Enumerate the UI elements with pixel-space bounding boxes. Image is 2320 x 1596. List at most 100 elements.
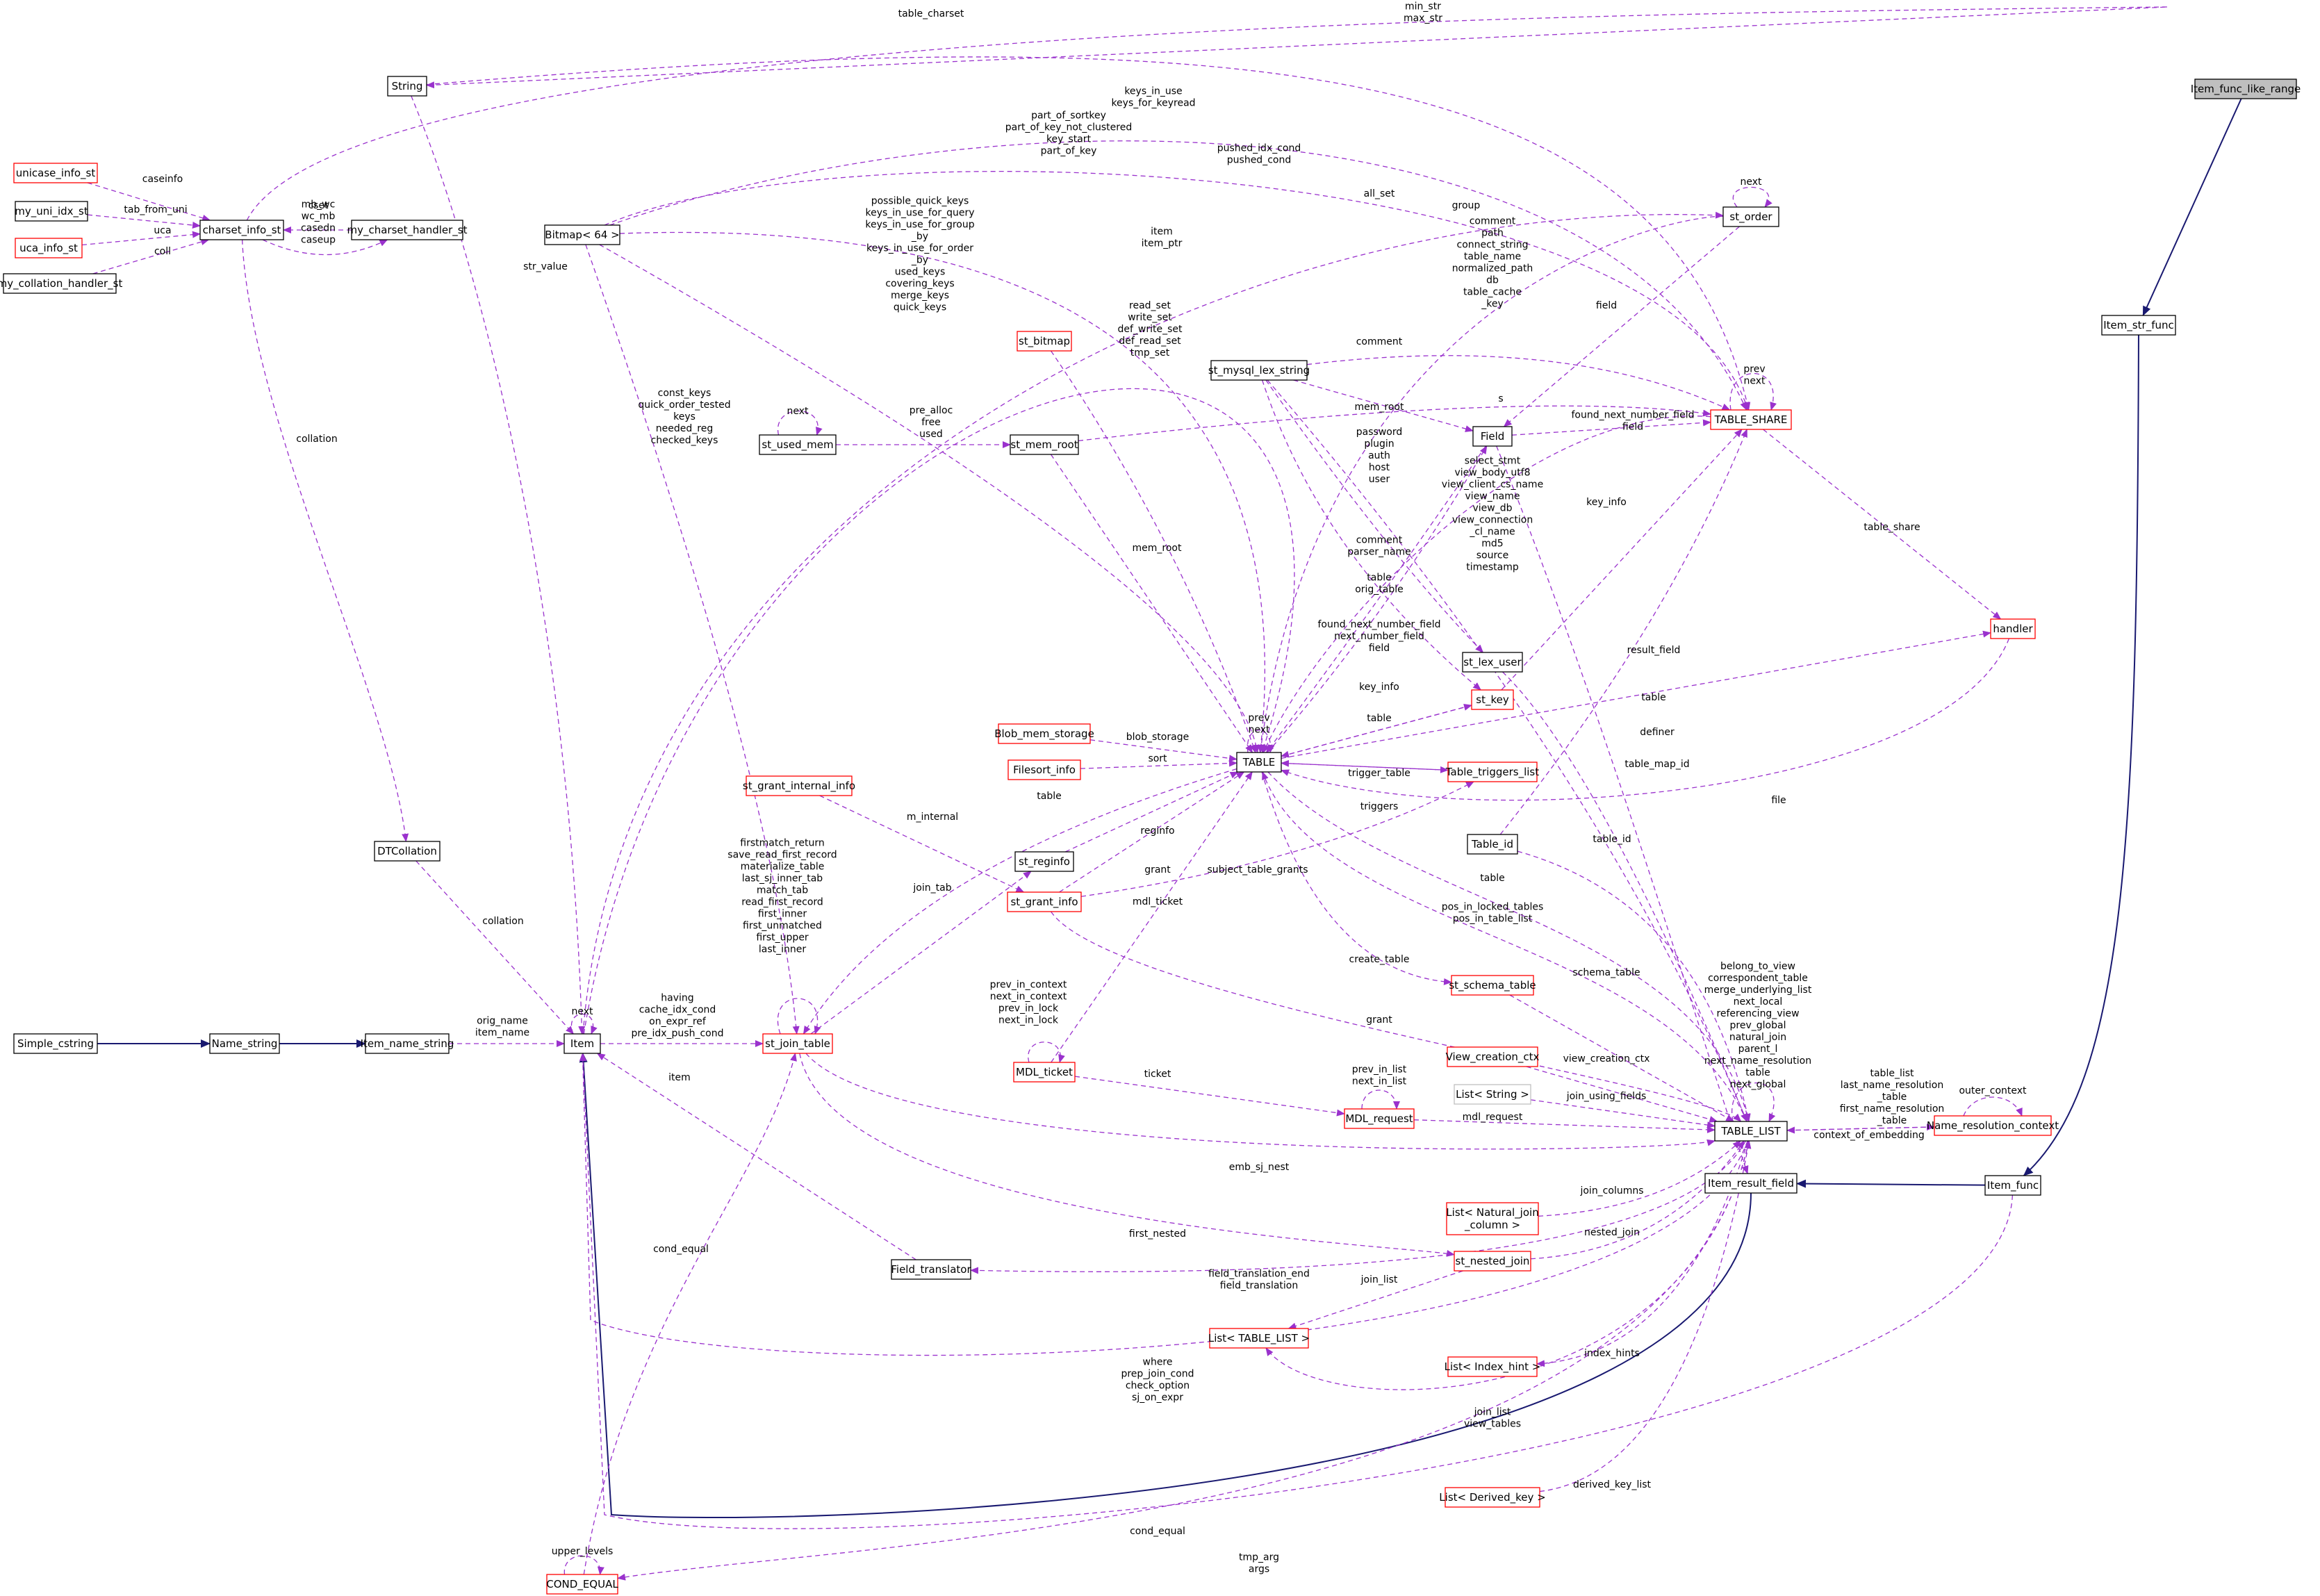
class-node-field[interactable]: Field <box>1472 426 1513 447</box>
class-node-list-natural-join-column[interactable]: List< Natural_join_column > <box>1446 1202 1539 1235</box>
edge-label-view-creation-ctx-field: view_creation_ctx <box>1563 1053 1650 1064</box>
usage-edge-st-nested-join-to-list-table-list <box>1287 1270 1463 1330</box>
edge-label-line: keys_in_use_for_query <box>865 208 974 219</box>
class-node-item-func[interactable]: Item_func <box>1984 1175 2041 1196</box>
class-node-mdl-ticket[interactable]: MDL_ticket <box>1013 1062 1076 1083</box>
class-node-charset-info-st[interactable]: charset_info_st <box>199 220 284 240</box>
class-node-string[interactable]: String <box>387 76 427 97</box>
class-node-st-key[interactable]: st_key <box>1471 689 1514 710</box>
class-node-item[interactable]: Item <box>563 1033 601 1054</box>
class-node-field-translator[interactable]: Field_translator <box>891 1259 971 1280</box>
class-node-st-reginfo[interactable]: st_reginfo <box>1014 851 1074 872</box>
edge-label-str-value: str_value <box>523 261 568 272</box>
class-node-item-func-like-range[interactable]: Item_func_like_range <box>2191 79 2301 99</box>
class-node-label-line: TABLE_SHARE <box>1714 413 1788 427</box>
class-node-list-index-hint[interactable]: List< Index_hint > <box>1445 1356 1541 1377</box>
class-node-st-join-table[interactable]: st_join_table <box>762 1033 833 1054</box>
edge-label-line: write_set <box>1128 312 1172 323</box>
class-node-bitmap64[interactable]: Bitmap< 64 > <box>544 224 620 245</box>
inheritance-edge-item-func-like-range-to-item-str-func <box>2142 98 2242 316</box>
class-node-st-mem-root[interactable]: st_mem_root <box>1010 434 1079 455</box>
class-node-blob-mem-storage[interactable]: Blob_mem_storage <box>994 723 1094 744</box>
class-node-my-charset-handler-st[interactable]: my_charset_handler_st <box>347 220 468 240</box>
class-node-name-string[interactable]: Name_string <box>209 1033 280 1054</box>
class-node-uca-info-st[interactable]: uca_info_st <box>15 238 83 258</box>
class-node-my-uni-idx-st[interactable]: my_uni_idx_st <box>15 201 88 222</box>
class-node-label: List< Index_hint > <box>1445 1360 1541 1374</box>
inheritance-edge-item-str-func-to-item-func <box>2023 334 2139 1176</box>
edge-label-line: tmp_arg <box>1239 1552 1279 1563</box>
edge-label-tab-from-uni: tab_from_uni <box>124 204 187 215</box>
edge-label-line: user <box>1369 474 1390 485</box>
class-node-view-creation-ctx[interactable]: View_creation_ctx <box>1446 1046 1540 1067</box>
class-node-label-line: my_uni_idx_st <box>15 205 88 218</box>
edge-label-line: prev_in_list <box>1352 1064 1407 1076</box>
class-node-st-grant-internal-info[interactable]: st_grant_internal_info <box>743 775 855 796</box>
class-node-st-lex-user[interactable]: st_lex_user <box>1462 652 1523 673</box>
edge-label-line: possible_quick_keys <box>871 196 969 207</box>
usage-edge-table-list-to-cond-equal <box>617 1140 1750 1581</box>
edge-label-line: key_info <box>1359 682 1399 693</box>
edge-label-line: uca <box>154 225 171 236</box>
edge-label-line: cache_idx_cond <box>639 1005 716 1016</box>
class-node-box <box>1447 1356 1538 1377</box>
class-node-label: st_reginfo <box>1019 855 1070 869</box>
edge-label-comment-field: comment <box>1356 336 1403 347</box>
class-node-table-id[interactable]: Table_id <box>1467 834 1518 855</box>
edge-label-line: grant <box>1144 864 1171 875</box>
class-node-list-table-list[interactable]: List< TABLE_LIST > <box>1208 1328 1310 1349</box>
class-node-name-resolution-context[interactable]: Name_resolution_context <box>1927 1115 2059 1136</box>
class-node-dtcollation[interactable]: DTCollation <box>374 841 441 862</box>
class-node-table-triggers-list[interactable]: Table_triggers_list <box>1445 762 1539 782</box>
usage-edge-list-string-to-table-list <box>1530 1099 1716 1128</box>
class-node-item-str-func[interactable]: Item_str_func <box>2101 315 2176 336</box>
class-node-list-derived-key[interactable]: List< Derived_key > <box>1439 1487 1546 1508</box>
class-node-st-order[interactable]: st_order <box>1722 206 1779 227</box>
class-node-handler[interactable]: handler <box>1990 618 2036 639</box>
class-node-table-share[interactable]: TABLE_SHARE <box>1710 409 1792 430</box>
class-node-my-collation-handler-st[interactable]: my_collation_handler_st <box>0 273 122 294</box>
edge-label-line: field <box>1596 300 1617 311</box>
edge-label-line: first_inner <box>758 909 807 920</box>
class-node-cond-equal[interactable]: COND_EQUAL <box>546 1574 618 1595</box>
class-node-label-line: Item_str_func <box>2103 319 2174 332</box>
edge-label-line: needed_reg <box>656 423 713 434</box>
usage-edge-table-list-to-table <box>1262 771 1747 1122</box>
class-node-simple-cstring[interactable]: Simple_cstring <box>13 1033 98 1054</box>
class-node-label-line: Field <box>1481 430 1505 443</box>
edge-label-line: prev_global <box>1730 1020 1786 1031</box>
edge-label-line: wc_mb <box>302 211 336 222</box>
usage-edge-my-collation-handler-st-to-charset-info-st <box>92 238 210 274</box>
class-node-st-used-mem[interactable]: st_used_mem <box>759 434 837 455</box>
class-node-st-bitmap[interactable]: st_bitmap <box>1017 331 1072 352</box>
edge-label-group: group <box>1452 200 1481 211</box>
class-node-label: Table_id <box>1471 838 1513 851</box>
class-node-list-string[interactable]: List< String > <box>1454 1084 1531 1105</box>
class-node-st-nested-join[interactable]: st_nested_join <box>1454 1251 1531 1272</box>
edge-label-line: tab_from_uni <box>124 204 187 215</box>
usage-edge-st-mysql-lex-string-to-st-key <box>1261 379 1481 691</box>
edge-label-line: item_name <box>475 1028 529 1039</box>
class-node-mdl-request[interactable]: MDL_request <box>1344 1108 1415 1129</box>
class-node-label-line: List< Index_hint > <box>1445 1360 1541 1374</box>
class-node-st-grant-info[interactable]: st_grant_info <box>1007 891 1082 912</box>
edge-label-line: _key <box>1481 299 1504 310</box>
class-node-filesort-info[interactable]: Filesort_info <box>1007 759 1081 780</box>
class-node-item-name-string[interactable]: Item_name_string <box>361 1033 454 1054</box>
class-node-st-schema-table[interactable]: st_schema_table <box>1449 975 1536 996</box>
class-node-box <box>1990 618 2036 639</box>
class-node-item-result-field[interactable]: Item_result_field <box>1704 1173 1797 1194</box>
class-node-box <box>1007 891 1082 912</box>
class-node-unicase-info-st[interactable]: unicase_info_st <box>13 163 98 183</box>
class-node-table-list[interactable]: TABLE_LIST <box>1714 1121 1788 1142</box>
class-node-table[interactable]: TABLE <box>1236 752 1282 773</box>
edge-label-field-order: field <box>1596 300 1617 311</box>
edge-label-line: part_of_key_not_clustered <box>1005 122 1132 133</box>
class-node-st-mysql-lex-string[interactable]: st_mysql_lex_string <box>1208 360 1310 381</box>
edge-label-line: next <box>571 1006 593 1017</box>
usage-edge-item-to-item <box>570 1013 598 1035</box>
class-node-label-line: MDL_ticket <box>1016 1066 1073 1079</box>
edge-label-line: first_nested <box>1129 1228 1186 1240</box>
